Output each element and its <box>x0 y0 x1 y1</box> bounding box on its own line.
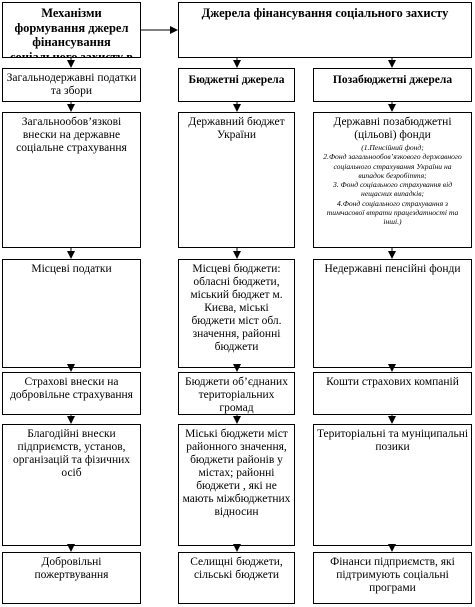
budget-box: Державний бюджет України <box>178 112 295 248</box>
sources-header-text: Джерела фінансування соціального захисту <box>201 6 449 20</box>
funds-notes: (1.Пенсійний фонд; 2.Фонд загальнообов’я… <box>316 143 469 227</box>
sources-header: Джерела фінансування соціального захисту <box>178 2 472 58</box>
budget-box: Місцеві бюджети: обласні бюджети, міськи… <box>178 259 295 368</box>
budget-label: Бюджети об’єднаних територіальних громад <box>185 376 288 414</box>
mechanism-label: Страхові внески на добровільне страхуван… <box>10 376 133 401</box>
offbudget-box: Фінанси підприємств, які підтримують соц… <box>313 552 472 604</box>
budget-header-text: Бюджетні джерела <box>188 74 285 86</box>
mechanism-box: Страхові внески на добровільне страхуван… <box>2 372 141 415</box>
mechanism-box: Загальнодержавні податки та збори <box>2 68 141 102</box>
funds-note: 4.Фонд соціального страхування з тимчасо… <box>326 198 459 227</box>
funds-note: (1.Пенсійний фонд; <box>361 143 424 152</box>
offbudget-label: Кошти страхових компаній <box>326 376 459 388</box>
offbudget-header-text: Позабюджетні джерела <box>332 74 453 86</box>
budget-label: Державний бюджет України <box>188 116 285 141</box>
offbudget-label: Недержавні пенсійні фонди <box>324 263 461 275</box>
mechanism-box: Благодійні внески підприємств, установ, … <box>2 424 141 546</box>
mechanisms-header: Механізми формування джерел фінансування… <box>2 2 141 58</box>
mechanism-label: Місцеві податки <box>31 263 112 275</box>
mechanisms-header-text: Механізми формування джерел фінансування… <box>9 6 134 58</box>
budget-box: Бюджети об’єднаних територіальних громад <box>178 372 295 415</box>
mechanism-box: Загальнообов’язкові внески на державне с… <box>2 112 141 248</box>
mechanism-label: Добровільні пожертвування <box>34 556 109 581</box>
offbudget-box: Державні позабюджетні (цільові) фонди (1… <box>313 112 472 248</box>
mechanism-label: Благодійні внески підприємств, установ, … <box>12 428 131 479</box>
budget-label: Міські бюджети міст районного значення, … <box>182 428 291 518</box>
offbudget-label: Державні позабюджетні (цільові) фонди <box>333 116 452 141</box>
offbudget-box: Територіальні та муніципальні позики <box>313 424 472 546</box>
offbudget-label: Фінанси підприємств, які підтримують соц… <box>330 556 455 594</box>
offbudget-box: Кошти страхових компаній <box>313 372 472 415</box>
funds-note: 2.Фонд загальнообов’язкового державного … <box>323 152 462 180</box>
budget-header: Бюджетні джерела <box>178 68 295 102</box>
budget-label: Місцеві бюджети: обласні бюджети, міськи… <box>190 263 283 353</box>
mechanism-label: Загальнодержавні податки та збори <box>6 72 137 97</box>
offbudget-box: Недержавні пенсійні фонди <box>313 259 472 368</box>
funds-note: 3. Фонд соціального страхування від неща… <box>332 180 453 199</box>
budget-label: Селищні бюджети, сільські бюджети <box>190 556 283 581</box>
mechanism-label: Загальнообов’язкові внески на державне с… <box>16 116 127 154</box>
mechanism-box: Місцеві податки <box>2 259 141 368</box>
offbudget-label: Територіальні та муніципальні позики <box>316 428 469 453</box>
budget-box: Міські бюджети міст районного значення, … <box>178 424 295 546</box>
mechanism-box: Добровільні пожертвування <box>2 552 141 604</box>
budget-box: Селищні бюджети, сільські бюджети <box>178 552 295 604</box>
offbudget-header: Позабюджетні джерела <box>313 68 472 102</box>
